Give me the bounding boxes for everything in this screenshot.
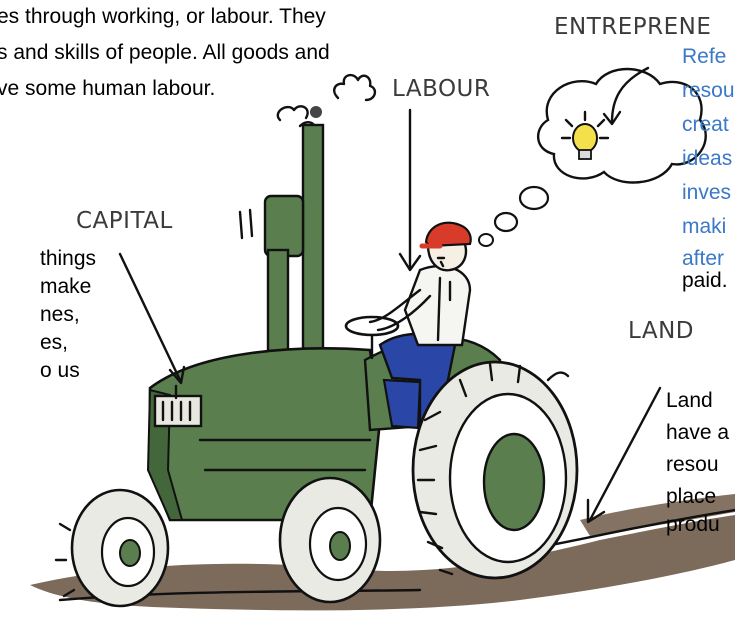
entrepreneur-line: ideas xyxy=(682,147,733,170)
light-bulb-icon xyxy=(560,110,610,160)
label-land: LAND xyxy=(628,318,694,344)
land-line: produ xyxy=(666,513,720,536)
capital-line: es, xyxy=(40,331,69,354)
intro-line: ve some human labour. xyxy=(0,77,216,100)
label-capital: CAPITAL xyxy=(76,208,173,234)
label-labour: LABOUR xyxy=(392,76,491,102)
arrow-entrepreneur xyxy=(610,66,650,124)
exhaust-pipe xyxy=(238,123,325,367)
label-entrepreneur: ENTREPRENE xyxy=(554,14,712,40)
thought-bubble-icon xyxy=(478,67,707,247)
capital-line: things xyxy=(40,247,97,270)
entrepreneur-line: creat xyxy=(682,113,729,136)
arrow-land xyxy=(588,386,662,522)
entrepreneur-line: maki xyxy=(682,215,727,238)
entrepreneur-line: after xyxy=(682,247,725,270)
entrepreneur-line: Refe xyxy=(682,45,727,68)
capital-line: nes, xyxy=(40,303,80,326)
entrepreneur-line: paid. xyxy=(682,269,728,292)
front-wheel-right xyxy=(278,476,382,604)
capital-line: o us xyxy=(40,359,80,382)
land-line: have a xyxy=(666,421,730,444)
intro-line: es through working, or labour. They xyxy=(0,5,326,28)
pointer-arrows xyxy=(118,66,662,524)
entrepreneur-line: resou xyxy=(682,79,735,102)
land-line: place xyxy=(666,485,717,508)
intro-line: s and skills of people. All goods and xyxy=(0,41,330,64)
front-wheel-left xyxy=(54,488,170,608)
capital-line: make xyxy=(40,275,92,298)
arrow-capital xyxy=(118,252,182,382)
smoke-icon xyxy=(276,73,377,134)
land-line: resou xyxy=(666,453,719,476)
entrepreneur-line: inves xyxy=(682,181,732,204)
rear-wheel xyxy=(411,360,579,580)
land-line: Land xyxy=(666,389,713,412)
